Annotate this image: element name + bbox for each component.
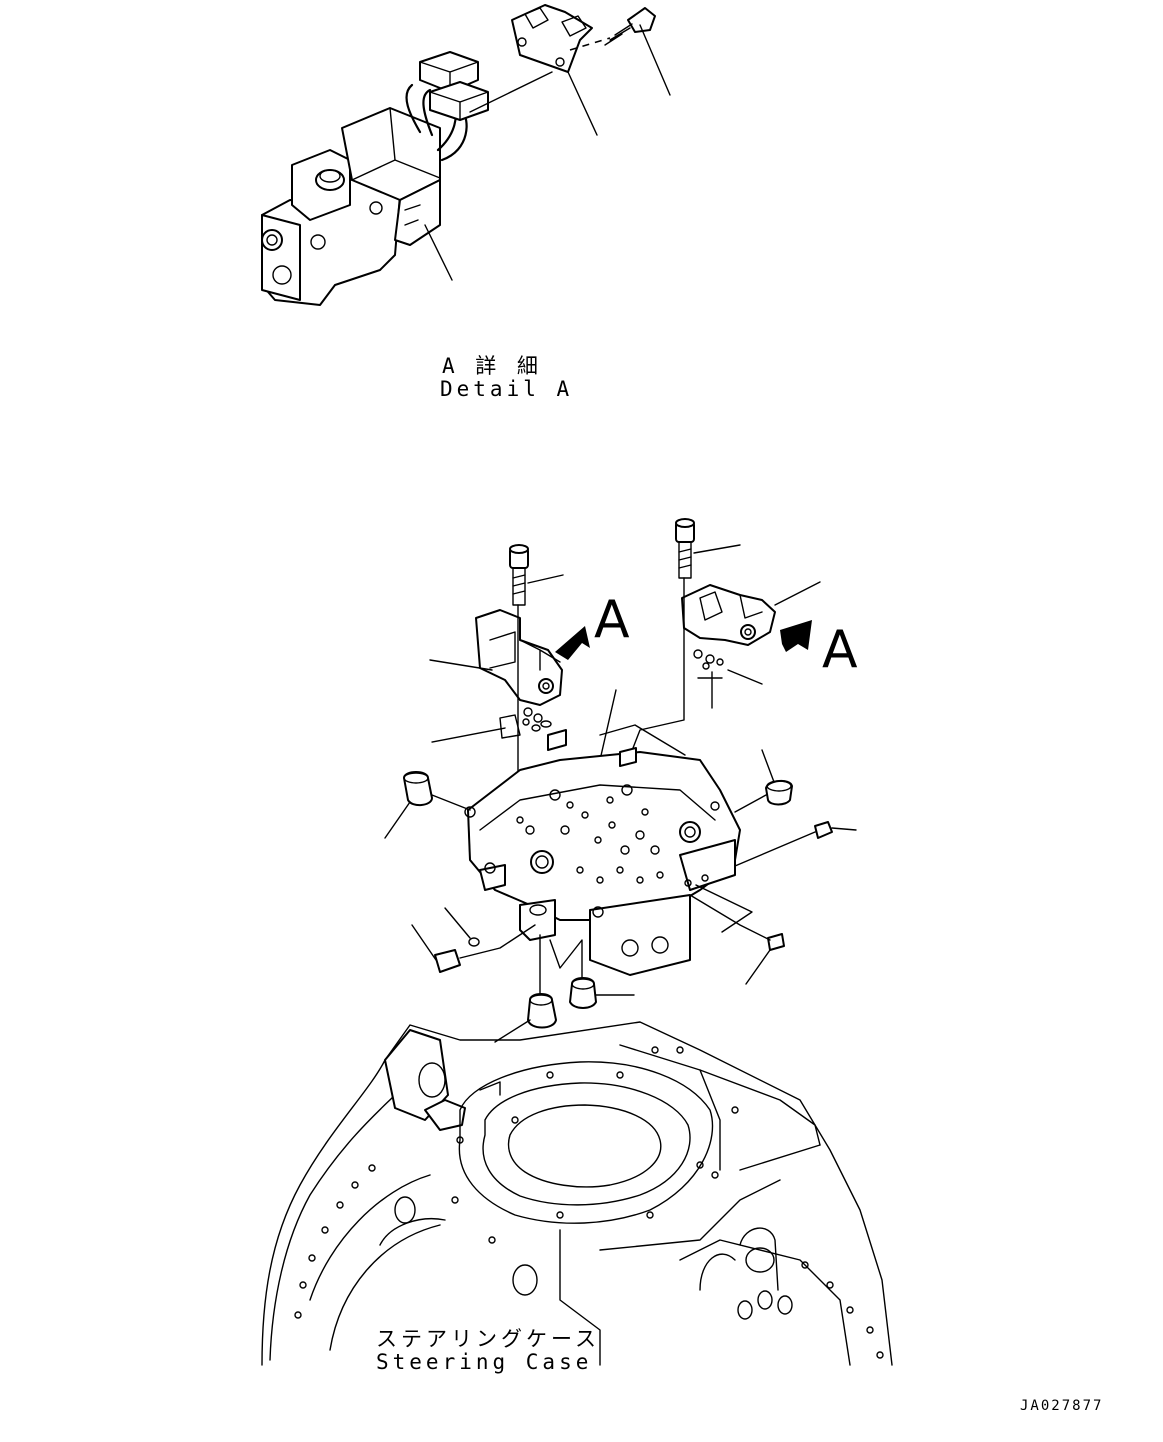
detail-a-title-en: Detail A — [440, 377, 574, 401]
steering-case-label-en: Steering Case — [376, 1350, 593, 1374]
detail-a-solenoid-valve — [261, 4, 671, 306]
drawing-code: JA027877 — [1020, 1398, 1104, 1414]
view-mark-a-left: A — [594, 590, 630, 650]
steering-case-label-jp: ステアリングケース — [376, 1327, 600, 1351]
detail-a-title-jp: A 詳 細 — [442, 354, 542, 378]
control-valve-assembly — [384, 518, 857, 1043]
flange-bolt-holes — [294, 1046, 884, 1359]
view-mark-a-right: A — [822, 620, 858, 680]
steering-case-housing — [261, 1021, 893, 1366]
